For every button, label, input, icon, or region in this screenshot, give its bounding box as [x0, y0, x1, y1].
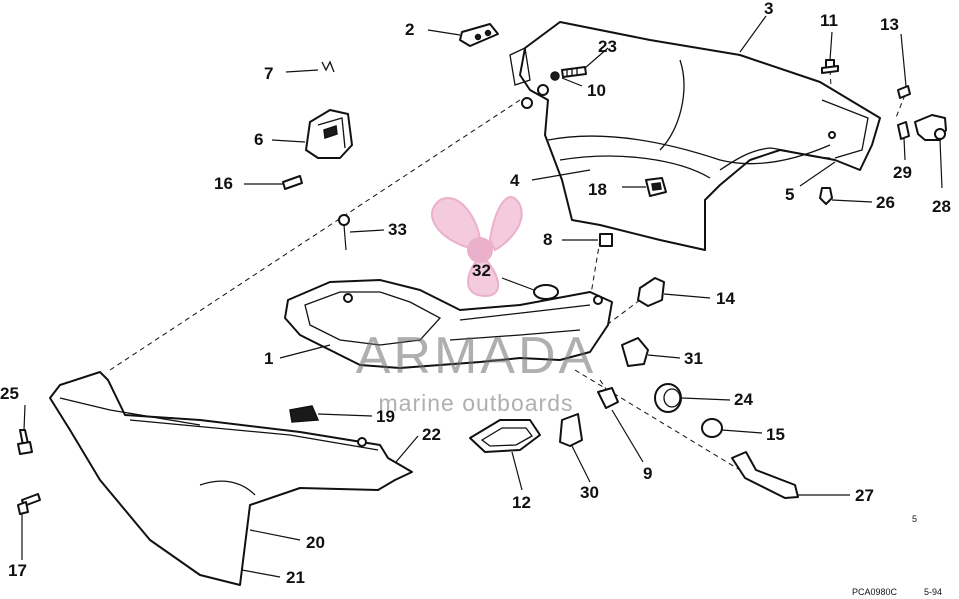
- corner-mark: 5: [912, 514, 918, 524]
- callout-12: 12: [512, 493, 531, 512]
- part-24-seal: [654, 383, 682, 413]
- callout-19: 19: [376, 407, 395, 426]
- callout-26: 26: [876, 193, 895, 212]
- callout-9: 9: [643, 464, 653, 483]
- part-1-lower-pan: [284, 279, 613, 369]
- part-14-clamp: [637, 277, 665, 307]
- callout-20: 20: [306, 533, 325, 552]
- callout-5: 5: [785, 185, 795, 204]
- callout-29: 29: [893, 163, 912, 182]
- watermark-name: ARMADA: [355, 327, 597, 385]
- callout-28: 28: [932, 197, 951, 216]
- callout-18: 18: [588, 180, 607, 199]
- callout-24: 24: [734, 390, 753, 409]
- callout-leaders: [21, 15, 943, 578]
- part-7-spring-clip: [321, 60, 335, 73]
- part-25-screw: [17, 429, 33, 455]
- callout-4: 4: [510, 171, 520, 190]
- upper-motor-cover: [509, 21, 881, 251]
- part-10-washer: [550, 71, 560, 81]
- part-12-seal-ring: [469, 419, 541, 453]
- part-2-latch-block: [459, 23, 499, 47]
- callout-17: 17: [8, 561, 27, 580]
- part-9-clip: [597, 387, 619, 409]
- footer-code: PCA0980C: [852, 587, 898, 597]
- part-6-latch: [305, 109, 353, 159]
- part-23-screw: [561, 66, 587, 78]
- callout-31: 31: [684, 349, 703, 368]
- callout-32: 32: [472, 261, 491, 280]
- callout-6: 6: [254, 130, 264, 149]
- callout-25: 25: [0, 384, 19, 403]
- part-18-grommet: [645, 177, 667, 197]
- propeller-logo-icon: [430, 196, 523, 297]
- callout-21: 21: [286, 568, 305, 587]
- callout-1: 1: [264, 349, 274, 368]
- part-27-link-rod: [731, 451, 799, 499]
- part-33-pin: [338, 214, 350, 251]
- callout-27: 27: [855, 486, 874, 505]
- part-15-plug: [701, 418, 723, 438]
- callout-3: 3: [764, 0, 774, 18]
- callout-23: 23: [598, 37, 617, 56]
- callout-11: 11: [820, 11, 838, 30]
- part-26-fitting: [819, 187, 833, 205]
- part-29-clip: [897, 121, 910, 140]
- callout-13: 13: [880, 15, 899, 34]
- callout-33: 33: [388, 220, 407, 239]
- footer-date: 5-94: [924, 587, 943, 597]
- watermark-tagline: marine outboards: [378, 390, 574, 416]
- part-16-screw: [282, 175, 303, 190]
- part-17-screw: [17, 493, 41, 515]
- callout-16: 16: [214, 174, 233, 193]
- callout-8: 8: [543, 230, 553, 249]
- callout-14: 14: [716, 289, 735, 308]
- part-19-pad: [289, 405, 320, 423]
- part-11-bolt: [821, 59, 839, 74]
- part-31-grommet: [621, 337, 649, 367]
- callout-22: 22: [422, 425, 441, 444]
- lower-motor-cover: [49, 371, 413, 586]
- part-8-nut: [599, 233, 613, 247]
- callout-30: 30: [580, 483, 599, 502]
- part-30-bracket: [559, 413, 583, 447]
- callout-15: 15: [766, 425, 785, 444]
- part-32-cap: [533, 284, 559, 300]
- callout-2: 2: [405, 20, 415, 39]
- part-13-bolt: [897, 85, 911, 99]
- callout-10: 10: [587, 81, 606, 100]
- part-28-bracket: [914, 114, 947, 141]
- callout-7: 7: [264, 64, 274, 83]
